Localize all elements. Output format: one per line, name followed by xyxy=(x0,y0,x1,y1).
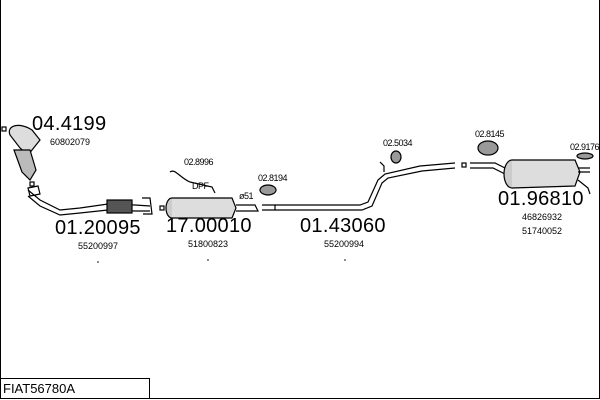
accessory-ref: 02.9176 xyxy=(570,142,600,152)
oem-number: 51740052 xyxy=(522,226,563,236)
dpf-label: DPF xyxy=(192,181,209,191)
hanger-02-8145-drawing xyxy=(477,140,499,156)
accessory-ref: 02.8996 xyxy=(184,157,214,167)
hanger-02-8194-drawing xyxy=(259,184,277,196)
oem-number: 55200997 xyxy=(78,241,119,251)
oem-number: 55200994 xyxy=(324,239,365,249)
diameter-label: ø51 xyxy=(239,191,254,201)
catalytic-converter-drawing xyxy=(1,124,41,187)
part-ref-front-pipe: 01.20095 xyxy=(55,217,141,239)
dpf-drawing xyxy=(159,170,259,219)
accessory-ref: 02.5034 xyxy=(383,138,413,148)
part-ref-catalyst: 04.4199 xyxy=(32,113,107,135)
part-ref-rear-silencer: 01.96810 xyxy=(498,188,584,210)
front-pipe-drawing xyxy=(27,185,153,216)
hanger-02-5034-drawing xyxy=(390,150,402,164)
middle-pipe-drawing xyxy=(262,161,467,211)
accessory-ref: 02.8145 xyxy=(475,129,505,139)
oem-number: 51800823 xyxy=(188,239,229,249)
oem-number: 60802079 xyxy=(50,137,91,147)
diagram-code: FIAT56780A xyxy=(0,378,150,398)
oem-number: 46826932 xyxy=(522,212,563,222)
rear-silencer-drawing xyxy=(470,159,591,195)
hanger-02-9176-drawing xyxy=(576,152,594,160)
part-ref-middle-pipe: 01.43060 xyxy=(300,215,386,237)
part-ref-dpf: 17.00010 xyxy=(166,215,252,237)
accessory-ref: 02.8194 xyxy=(258,173,288,183)
